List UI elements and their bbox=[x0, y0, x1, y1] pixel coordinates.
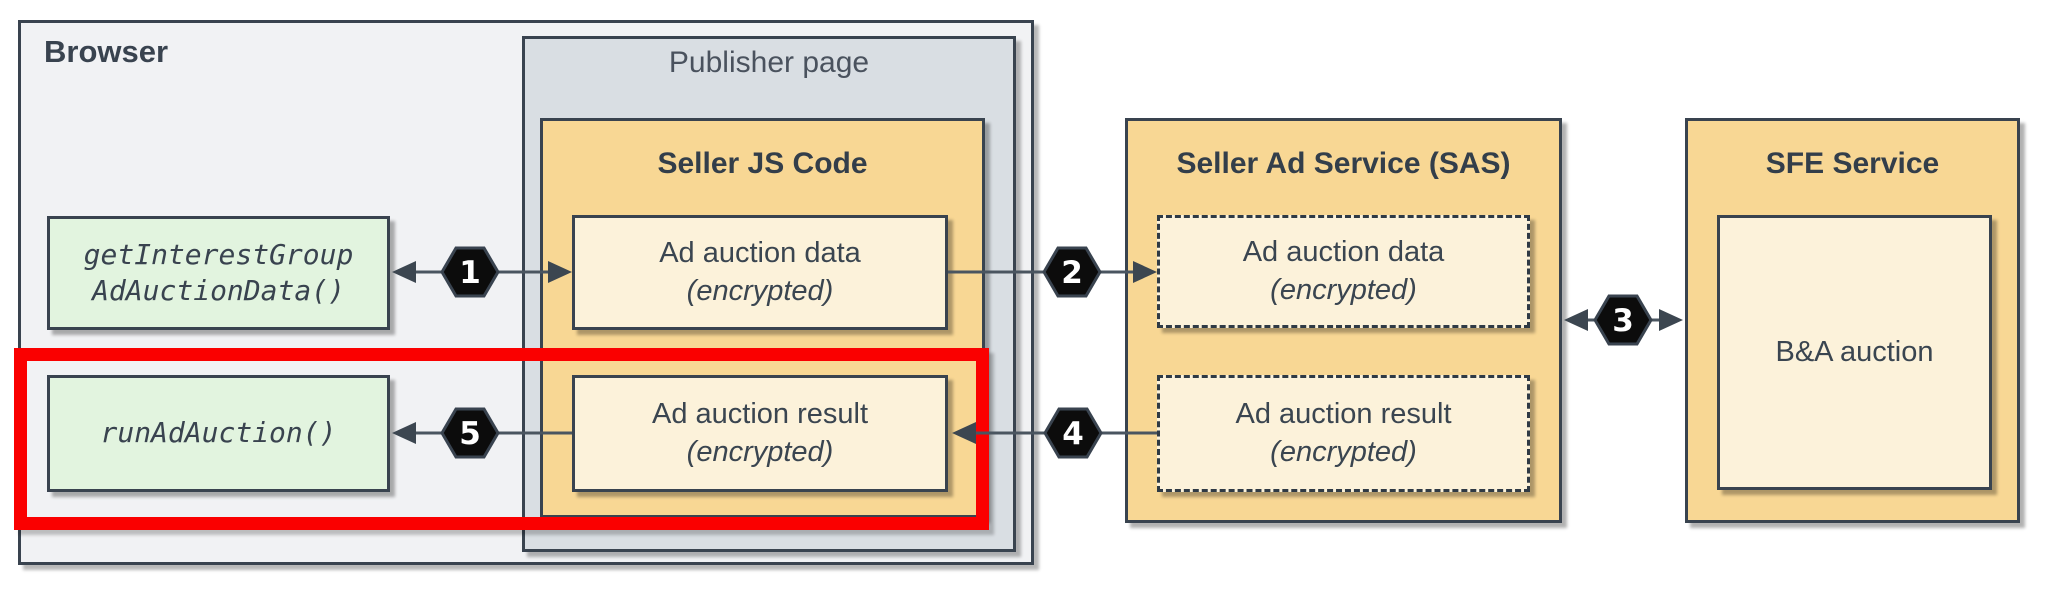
js-ad-auction-data-line1: Ad auction data bbox=[659, 237, 861, 270]
js-ad-auction-result-line2: (encrypted) bbox=[686, 435, 834, 468]
seller-js-code-title: Seller JS Code bbox=[657, 147, 868, 180]
ba-auction-box: B&A auction bbox=[1717, 215, 1992, 490]
js-ad-auction-data-box: Ad auction data (encrypted) bbox=[572, 215, 948, 330]
step-badge-3: 3 bbox=[1593, 294, 1653, 346]
sas-ad-auction-data-box: Ad auction data (encrypted) bbox=[1157, 215, 1530, 328]
api-get-interest-group-line2: AdAuctionData() bbox=[92, 274, 345, 307]
step-badge-4: 4 bbox=[1043, 407, 1103, 459]
arrow-step-3 bbox=[1564, 309, 1683, 331]
sas-ad-auction-result-box: Ad auction result (encrypted) bbox=[1157, 375, 1530, 492]
sas-ad-auction-result-line2: (encrypted) bbox=[1270, 435, 1417, 468]
step-badge-2-number: 2 bbox=[1061, 255, 1083, 291]
sas-ad-auction-result-line1: Ad auction result bbox=[1235, 398, 1452, 431]
api-run-ad-auction-box: runAdAuction() bbox=[47, 375, 390, 492]
publisher-page-label: Publisher page bbox=[668, 46, 870, 79]
ba-auction-label: B&A auction bbox=[1775, 335, 1934, 368]
sas-ad-auction-data-line2: (encrypted) bbox=[1270, 273, 1417, 306]
step-badge-3-number: 3 bbox=[1612, 303, 1634, 339]
browser-label: Browser bbox=[44, 34, 169, 69]
js-ad-auction-result-line1: Ad auction result bbox=[651, 398, 868, 431]
api-get-interest-group-line1: getInterestGroup bbox=[83, 237, 354, 271]
sas-ad-auction-data-line1: Ad auction data bbox=[1242, 236, 1445, 269]
step-badge-2: 2 bbox=[1042, 246, 1102, 298]
step-badge-4-number: 4 bbox=[1062, 416, 1084, 452]
js-ad-auction-result-box: Ad auction result (encrypted) bbox=[572, 375, 948, 492]
sas-title: Seller Ad Service (SAS) bbox=[1176, 147, 1511, 180]
sfe-service-title: SFE Service bbox=[1765, 147, 1940, 180]
api-run-ad-auction-line1: runAdAuction() bbox=[100, 416, 337, 450]
js-ad-auction-data-line2: (encrypted) bbox=[686, 274, 834, 307]
api-get-interest-group-ad-auction-data-box: getInterestGroup AdAuctionData() bbox=[47, 216, 390, 330]
highlight-red-box bbox=[14, 348, 989, 530]
